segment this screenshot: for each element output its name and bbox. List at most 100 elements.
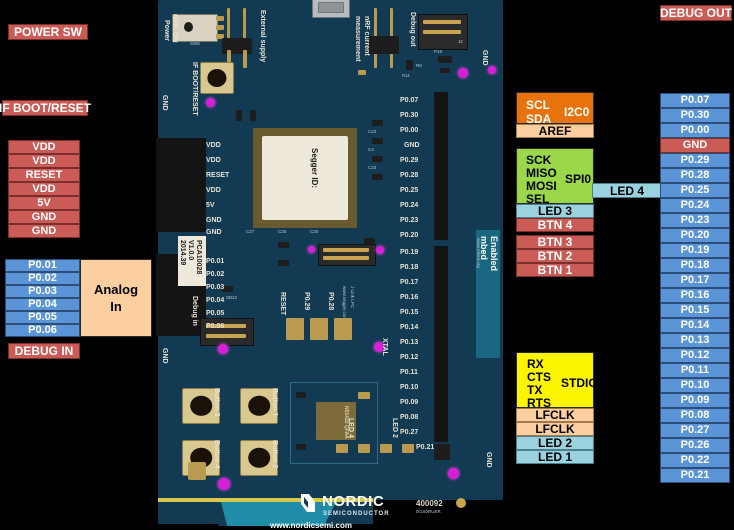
bus-i2c0: I2C0 — [564, 105, 590, 119]
silk-button-3: Button 3 — [213, 388, 220, 417]
bus-stdio: STDIO — [561, 376, 598, 390]
board-left-pin-label: 5V — [206, 202, 215, 209]
pin-label-p0-09: P0.09 — [660, 393, 730, 408]
nrf52-dk-board: Power OFF ON SW6 External supply nRF cur… — [156, 0, 503, 530]
pin-label-p0-14: P0.14 — [660, 318, 730, 333]
pin-label-p0-06: P0.06 — [5, 324, 80, 337]
silk-power: Power — [163, 20, 170, 42]
silk-nordic: NORDIC — [322, 493, 385, 510]
board-right-pin-label: P0.12 — [400, 354, 419, 361]
signal-miso: MISO — [526, 166, 557, 180]
pin-label-vdd-1: VDD — [8, 140, 80, 154]
board-right-pin-label: P0.17 — [400, 279, 419, 286]
pin-label-p0-20: P0.20 — [660, 228, 730, 243]
silk-off: OFF — [171, 14, 178, 28]
silk-if-boot: IF BOOT/RESET — [191, 62, 198, 116]
pin-label-reset: RESET — [8, 168, 80, 182]
board-right-pin-label: P0.15 — [400, 309, 419, 316]
signal-sda: SDA — [526, 112, 552, 126]
silk-external-supply: External supply — [259, 10, 266, 63]
silk-pca-v: V1.0.0 — [187, 240, 194, 261]
pin-label-gnd-2: GND — [8, 224, 80, 238]
silk-enabled: Enabled — [489, 236, 499, 272]
label-power-sw: POWER SW — [8, 24, 88, 40]
pin-label-p0-27: P0.27 — [660, 423, 730, 438]
board-right-pin-label: P0.07 — [400, 97, 419, 104]
pin-label-5v: 5V — [8, 196, 80, 210]
analog-in-line1: Analog — [93, 282, 139, 297]
silk-led-2: LED 2 — [391, 418, 398, 438]
label-led-1: LED 1 — [516, 450, 594, 464]
silk-partnum: 400092 — [416, 499, 443, 508]
silk-led-4: LED 4 — [347, 418, 354, 438]
if-boot-reset-button — [200, 62, 234, 94]
silk-button-2: Button 2 — [271, 440, 278, 469]
silk-button-1: Button 1 — [271, 388, 278, 417]
analog-in-line2: In — [110, 299, 122, 314]
board-left-pin-label: VDD — [206, 187, 221, 194]
silk-gnd-left: GND — [161, 95, 168, 111]
board-right-pin-label: P0.08 — [400, 414, 419, 421]
label-btn-3: BTN 3 — [516, 235, 594, 249]
board-left-pin-label: VDD — [206, 157, 221, 164]
silk-button-4: Button 4 — [213, 440, 220, 469]
board-right-pin-label: P0.25 — [400, 187, 419, 194]
label-btn-4: BTN 4 — [516, 218, 594, 232]
pin-label-p0-30: P0.30 — [660, 108, 730, 123]
signal-tx: TX — [527, 383, 543, 397]
board-right-pin-label: GND — [404, 142, 420, 149]
silk-p029: P0.29 — [303, 292, 310, 311]
pin-label-p0-04: P0.04 — [5, 298, 80, 311]
board-right-pin-label: P0.09 — [400, 399, 419, 406]
pin-label-p0-11: P0.11 — [660, 363, 730, 378]
pin-label-p0-08: P0.08 — [660, 408, 730, 423]
pin-label-p0-02: P0.02 — [5, 272, 80, 285]
pin-label-p0-22: P0.22 — [660, 453, 730, 468]
pin-label-p0-10: P0.10 — [660, 378, 730, 393]
pin-label-gnd: GND — [660, 138, 730, 153]
pin-label-p0-17: P0.17 — [660, 273, 730, 288]
pin-label-gnd-1: GND — [8, 210, 80, 224]
silk-mbed-org: www.mbed.org — [476, 238, 481, 268]
board-left-pin-label: P0.04 — [206, 297, 225, 304]
silk-gnd-rightbot: GND — [485, 452, 492, 468]
signal-scl: SCL — [526, 98, 550, 112]
silk-debug-out: Debug out — [409, 12, 416, 47]
silk-measurement: measurement — [354, 16, 361, 62]
silk-p028: P0.28 — [327, 292, 334, 311]
board-right-pin-label: P0.27 — [400, 429, 419, 436]
label-debug-out: DEBUG OUT — [660, 5, 732, 21]
button-2 — [240, 440, 278, 476]
board-left-pin-label: P0.05 — [206, 310, 225, 317]
label-btn-2: BTN 2 — [516, 249, 594, 263]
silk-reset: RESET — [279, 292, 286, 316]
pin-label-p0-15: P0.15 — [660, 303, 730, 318]
pin-label-p0-07: P0.07 — [660, 93, 730, 108]
pin-label-p0-28: P0.28 — [660, 168, 730, 183]
board-left-pin-label: VDD — [206, 142, 221, 149]
pin-label-p0-16: P0.16 — [660, 288, 730, 303]
signal-rx: RX — [527, 357, 544, 371]
label-btn-1: BTN 1 — [516, 263, 594, 277]
board-left-pin-label: GND — [206, 217, 222, 224]
label-aref: AREF — [516, 124, 594, 138]
label-lfclk-2: LFCLK — [516, 422, 594, 436]
silk-sw6: SW6 — [190, 41, 200, 46]
silk-p021: P0.21 — [416, 444, 435, 451]
label-led-4: LED 4 — [592, 183, 662, 198]
silk-pca-d: 2014.39 — [179, 240, 186, 266]
board-right-pin-label: P0.19 — [400, 249, 419, 256]
pin-label-vdd-3: VDD — [8, 182, 80, 196]
stdio-box: RX CTS TX RTS STDIO — [516, 352, 598, 409]
pin-label-p0-18: P0.18 — [660, 258, 730, 273]
silk-xtal: XTAL — [381, 338, 388, 356]
button-3 — [182, 388, 220, 424]
silk-gnd-leftbot: GND — [161, 348, 168, 364]
silk-segger-com: www.segger.com — [342, 286, 347, 321]
pin-label-p0-05: P0.05 — [5, 311, 80, 324]
pin-label-vdd-2: VDD — [8, 154, 80, 168]
pin-label-p0-29: P0.29 — [660, 153, 730, 168]
pin-label-p0-13: P0.13 — [660, 333, 730, 348]
board-right-pin-label: P0.00 — [400, 127, 419, 134]
